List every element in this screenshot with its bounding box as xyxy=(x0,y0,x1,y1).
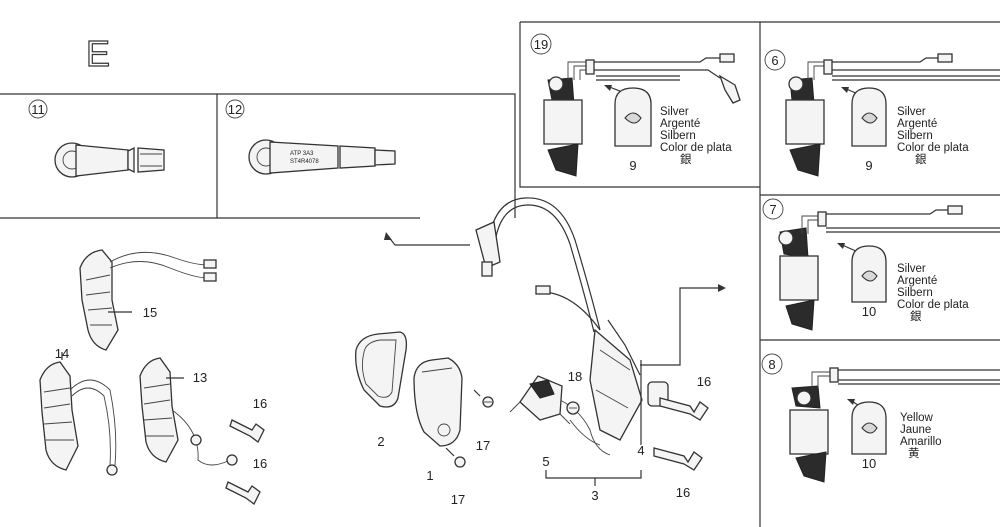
bracket-3 xyxy=(545,470,642,479)
color-line: Argenté xyxy=(660,118,700,130)
callout-9: 9 xyxy=(629,158,636,173)
screw-17-upper xyxy=(473,389,494,408)
ignition-coil-6 xyxy=(785,53,1000,177)
cap-text-1: ATP 3A3 xyxy=(290,151,314,157)
badge-19: 19 xyxy=(534,37,548,52)
inset-6: 6 Silver Argenté Silbern Color de plata … xyxy=(764,49,1000,177)
tag-6 xyxy=(851,87,887,147)
color-line: Silbern xyxy=(897,287,933,299)
callout-16: 16 xyxy=(253,456,267,471)
inset-8: 8 Yellow Jaune Amarillo 黄 10 xyxy=(761,353,1000,483)
color-line: Silver xyxy=(660,106,689,118)
arrow-head xyxy=(384,232,392,240)
badge-7: 7 xyxy=(769,202,776,217)
bolt-16-left-upper xyxy=(229,419,265,443)
bolt-16-left-lower xyxy=(225,481,261,505)
ignition-coil-19 xyxy=(543,53,741,177)
gasket xyxy=(355,331,408,408)
screw-17-lower xyxy=(445,447,466,468)
inset-frame-11-12 xyxy=(0,93,516,219)
color-line: Argenté xyxy=(897,118,937,130)
callout-4: 4 xyxy=(637,443,644,458)
color-line: Color de plata xyxy=(660,142,732,154)
callout-9: 9 xyxy=(865,158,872,173)
color-line: Argenté xyxy=(897,275,937,287)
callout-10: 10 xyxy=(862,456,876,471)
callout-18: 18 xyxy=(568,369,582,384)
plug-cap-12: ATP 3A3 ST4R4078 xyxy=(248,139,396,175)
stator-coil-13 xyxy=(139,357,238,466)
inset-19: 19 Silver Argenté Silbern Color de plata… xyxy=(530,33,741,177)
badge-circle xyxy=(28,99,48,119)
badge-6: 6 xyxy=(771,53,778,68)
callout-1: 1 xyxy=(426,468,433,483)
ignition-coil-8 xyxy=(789,367,1000,483)
callout-14: 14 xyxy=(55,346,69,361)
stator-coil-14 xyxy=(39,352,118,476)
inset-7: 7 Silver Argenté Silbern Color de plata … xyxy=(762,198,1000,331)
color-line: Color de plata xyxy=(897,142,969,154)
callout-17: 17 xyxy=(476,438,490,453)
tag-8 xyxy=(851,401,887,455)
right-inset-frames xyxy=(519,21,1000,527)
callout-16: 16 xyxy=(253,396,267,411)
contact-breaker xyxy=(509,375,571,425)
callout-3: 3 xyxy=(591,488,598,503)
ignition-coil-7 xyxy=(778,205,1000,331)
stator-coil-15 xyxy=(79,249,217,351)
callout-16: 16 xyxy=(697,374,711,389)
badge-11: 11 xyxy=(31,102,45,117)
main-ignition-assembly xyxy=(475,197,726,471)
plug-cap xyxy=(475,221,501,269)
cover xyxy=(413,357,463,447)
plug-cap-11 xyxy=(54,142,165,178)
color-line: Yellow xyxy=(900,412,934,424)
inset-12: 12 ATP 3A3 ST4R4078 xyxy=(225,99,396,175)
cap-text-2: ST4R4078 xyxy=(290,159,319,165)
callout-13: 13 xyxy=(193,370,207,385)
color-line: Amarillo xyxy=(900,436,942,448)
inset-11: 11 xyxy=(28,99,165,178)
callout-5: 5 xyxy=(542,454,549,469)
color-line: 銀 xyxy=(910,309,922,323)
color-line: Silver xyxy=(897,263,926,275)
callout-16: 16 xyxy=(676,485,690,500)
callout-10: 10 xyxy=(862,304,876,319)
color-line: Silbern xyxy=(660,130,696,142)
color-line: Silver xyxy=(897,106,926,118)
color-line: Color de plata xyxy=(897,299,969,311)
color-line: Jaune xyxy=(900,424,931,436)
tag-7 xyxy=(851,245,887,303)
tag-19 xyxy=(614,87,652,147)
callout-15: 15 xyxy=(143,305,157,320)
screw-18 xyxy=(566,401,580,415)
callout-2: 2 xyxy=(377,434,384,449)
color-line: Silbern xyxy=(897,130,933,142)
color-line: 銀 xyxy=(915,152,927,166)
section-letter: E xyxy=(86,33,110,74)
color-line: 銀 xyxy=(680,152,692,166)
color-line: 黄 xyxy=(908,446,920,460)
ignition-coil xyxy=(589,328,643,441)
pointer-arrow-left xyxy=(387,235,470,246)
badge-8: 8 xyxy=(768,357,775,372)
badge-12: 12 xyxy=(228,102,242,117)
callout-17: 17 xyxy=(451,492,465,507)
